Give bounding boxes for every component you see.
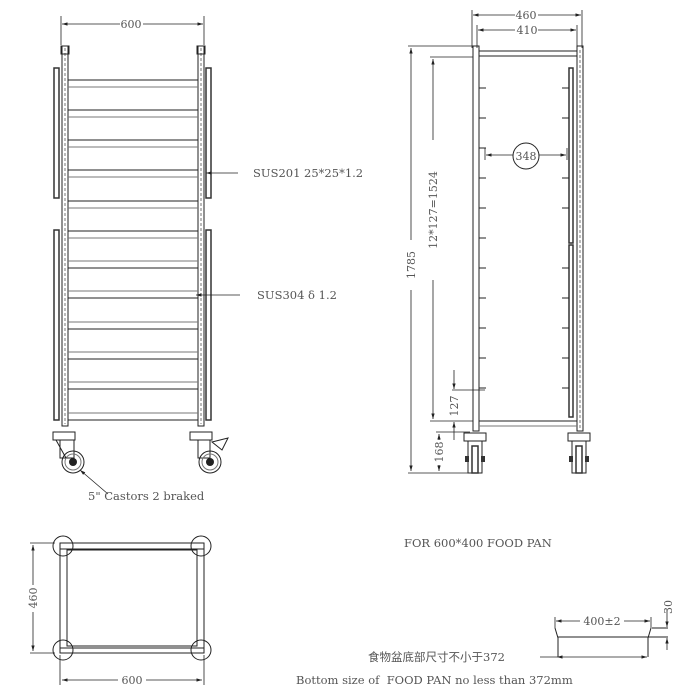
side-inner-width-label: 410 <box>517 24 538 37</box>
top-depth-dimension: 460 <box>27 542 55 654</box>
side-overall-width-label: 460 <box>516 9 537 22</box>
runner-depth-dimension: 348 <box>484 142 568 170</box>
top-width-dimension: 600 <box>59 655 205 687</box>
overall-height-label: 1785 <box>405 251 418 279</box>
runner-depth-label: 348 <box>516 150 537 163</box>
overall-height-dimension: 1785 <box>405 45 478 474</box>
front-width-label: 600 <box>121 18 142 31</box>
bottom-clearance-label: 168 <box>433 442 446 463</box>
top-view: 460 600 <box>27 535 212 687</box>
castor-circle <box>52 535 74 557</box>
castors-callout: 5" Castors 2 braked <box>79 469 205 503</box>
notes: FOR 600*400 FOOD PAN 400±2 30 食物盆底部尺寸不小于… <box>296 536 675 687</box>
left-castor <box>52 431 85 474</box>
side-view: 460 410 <box>405 9 591 474</box>
pan-width-label: 400±2 <box>583 615 620 628</box>
castors-label: 5" Castors 2 braked <box>88 489 205 503</box>
front-view: 600 <box>52 16 363 503</box>
left-upright <box>53 45 70 427</box>
frame-material-label: SUS201 25*25*1.2 <box>253 166 363 180</box>
runner-span-label: 12*127=1524 <box>427 171 440 249</box>
right-upright <box>196 45 212 427</box>
pan-bottom-note-cn: 食物盆底部尺寸不小于372 <box>368 650 505 664</box>
runner-slides <box>68 79 198 421</box>
pan-size-note: FOR 600*400 FOOD PAN <box>404 536 552 550</box>
side-runner-ticks <box>479 87 569 389</box>
castor-circle <box>190 535 212 557</box>
runner-pitch-label: 127 <box>448 396 461 417</box>
side-overall-width-dimension: 460 <box>471 9 583 48</box>
side-castors <box>463 432 591 474</box>
runner-span-dimension: 12*127=1524 <box>427 56 473 422</box>
side-frame <box>472 45 584 432</box>
front-width-dimension: 600 <box>60 16 205 45</box>
pan-bottom-note-en: Bottom size of FOOD PAN no less than 372… <box>296 673 573 687</box>
bottom-clearance-dimension: 168 <box>433 431 470 471</box>
pan-height-label: 30 <box>662 600 675 614</box>
runner-material-callout: SUS304 δ 1.2 <box>196 288 337 302</box>
runner-pitch-dimension: 127 <box>448 370 485 440</box>
frame-material-callout: SUS201 25*25*1.2 <box>206 166 363 180</box>
top-depth-label: 460 <box>27 588 40 609</box>
castor-circle <box>52 639 74 661</box>
right-castor-braked <box>189 431 229 474</box>
food-pan-detail: 400±2 30 <box>554 600 675 659</box>
castor-circle <box>190 639 212 661</box>
runner-material-label: SUS304 δ 1.2 <box>257 288 337 302</box>
top-width-label: 600 <box>122 674 143 687</box>
side-inner-width-dimension: 410 <box>476 24 578 48</box>
